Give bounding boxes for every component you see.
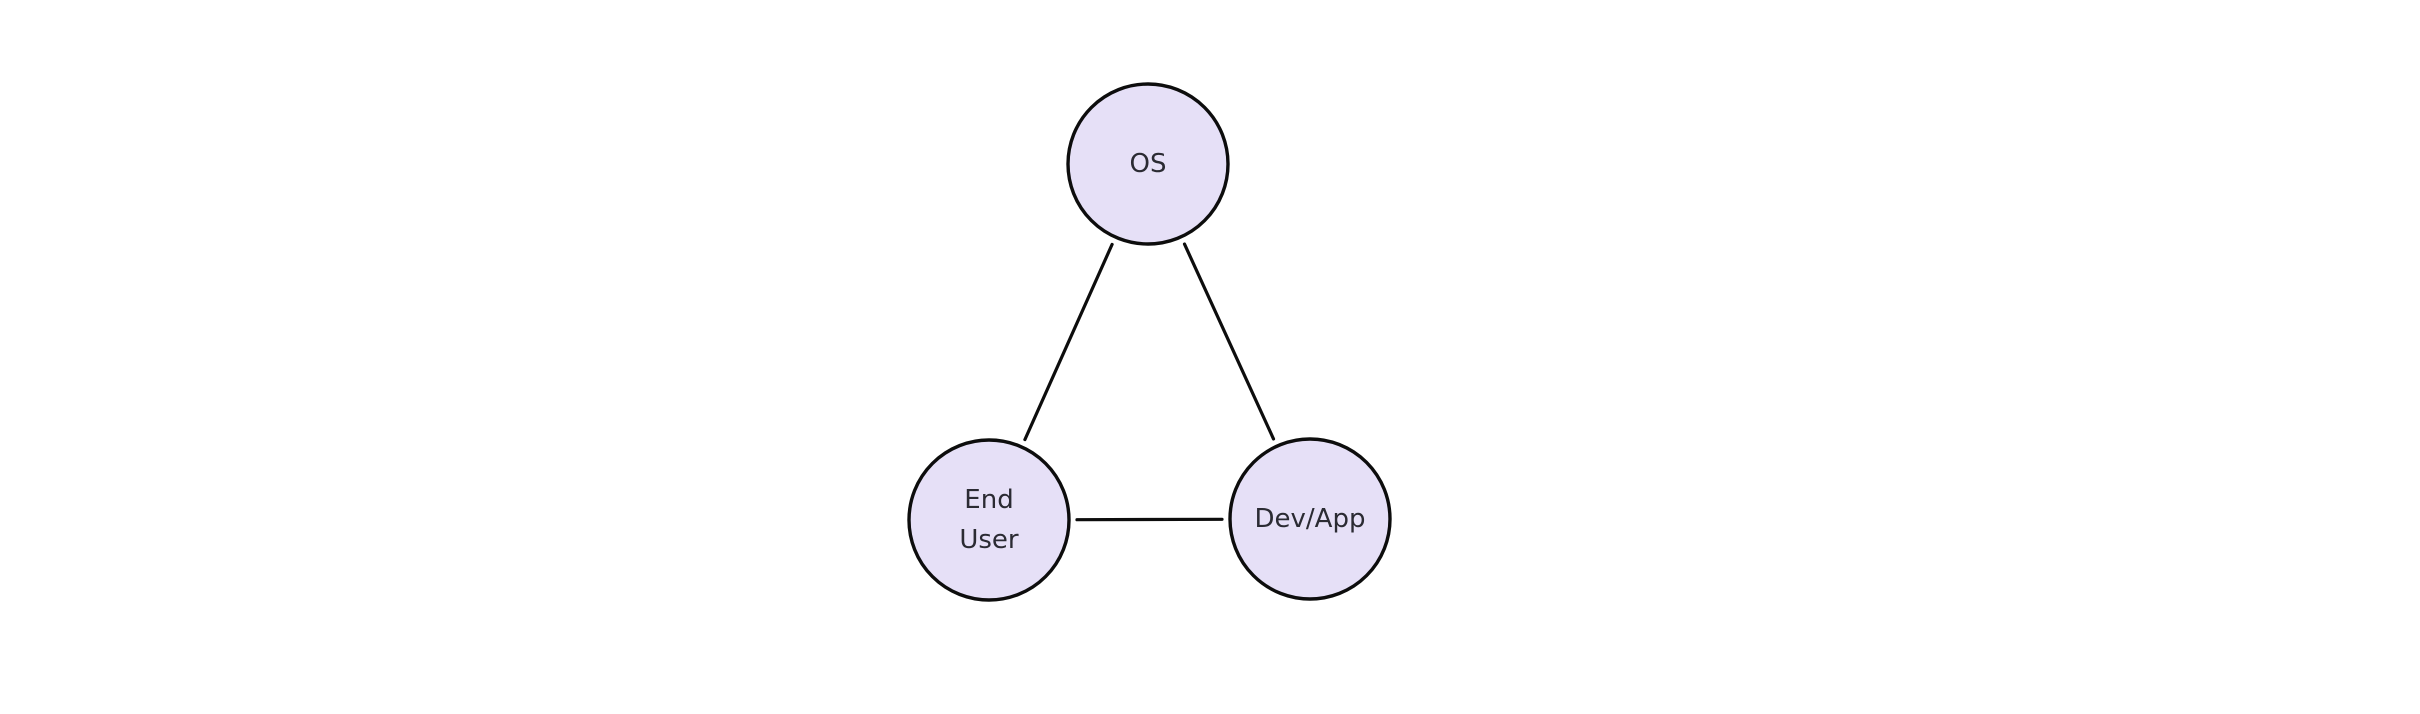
node-label-end-user-line1: End xyxy=(964,485,1013,515)
node-label-dev-app: Dev/App xyxy=(1255,504,1366,534)
edge-os-dev-app xyxy=(1182,242,1276,441)
node-dev-app: Dev/App xyxy=(1228,437,1392,601)
node-circle-os xyxy=(1066,82,1230,246)
edge-os-end-user xyxy=(1023,242,1114,442)
node-label-os: OS xyxy=(1130,149,1167,179)
node-circle-dev-app xyxy=(1228,437,1392,601)
node-circle-end-user xyxy=(907,438,1071,602)
node-label-end-user-line2: User xyxy=(959,525,1019,555)
node-os: OS xyxy=(1066,82,1230,246)
